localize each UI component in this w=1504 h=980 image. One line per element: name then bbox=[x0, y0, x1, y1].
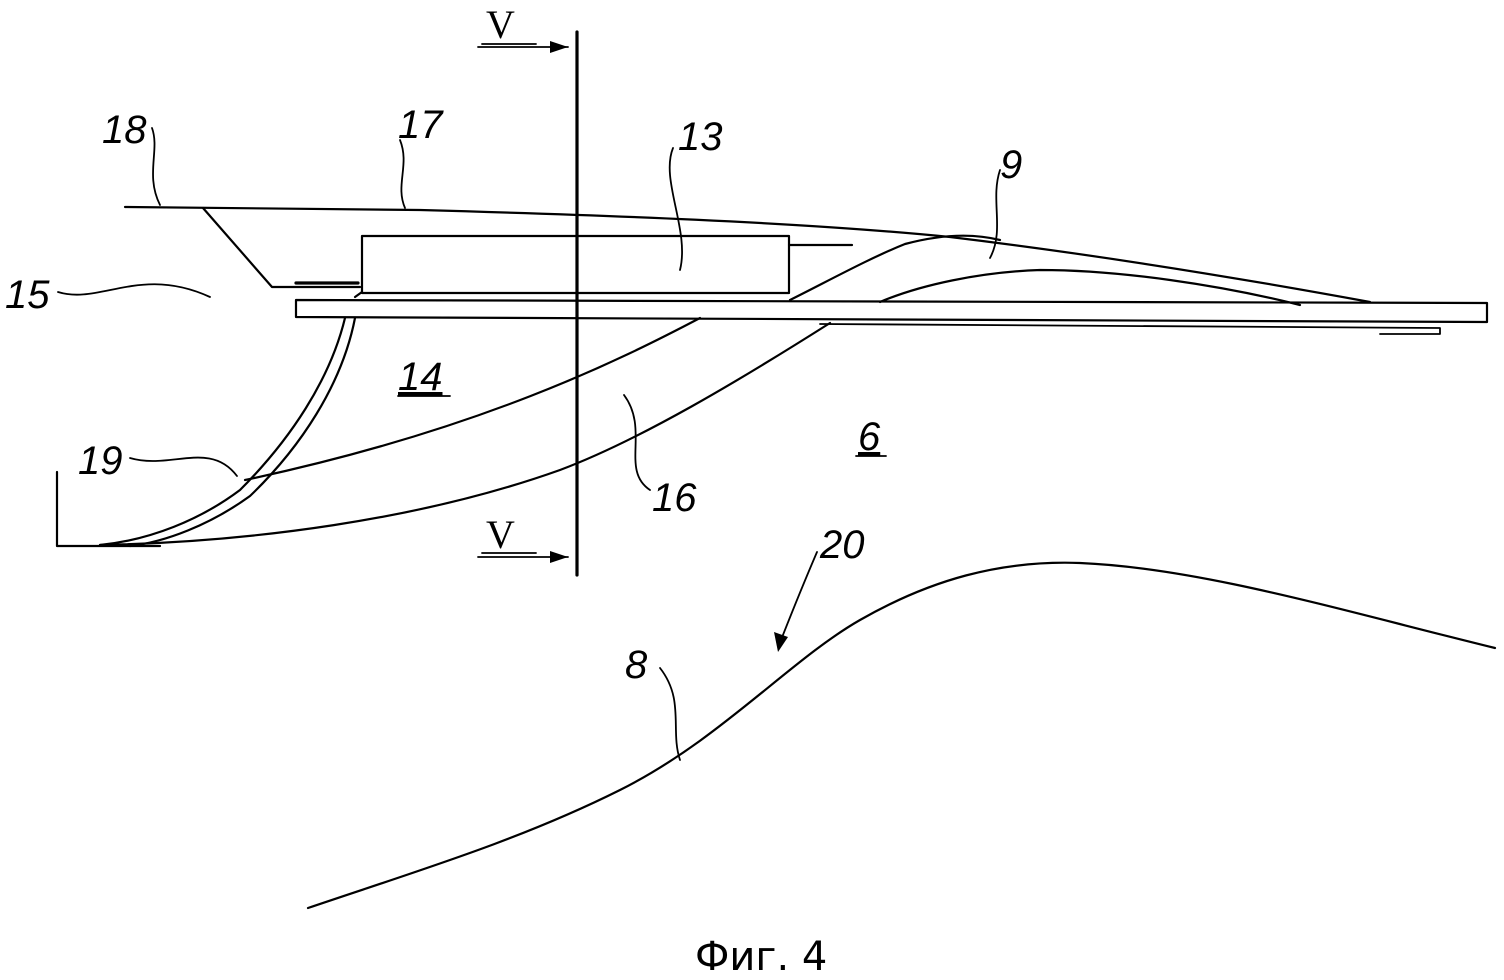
left-base-line bbox=[55, 470, 162, 548]
section-marker-top: V bbox=[486, 2, 515, 47]
leader-lines bbox=[57, 127, 1001, 761]
upper-contour bbox=[123, 205, 1372, 304]
reference-labels: 18 17 13 9 15 14 6 19 16 20 8 bbox=[5, 103, 1022, 687]
section-marker-bottom: V bbox=[486, 512, 515, 557]
arrow-20 bbox=[774, 551, 818, 652]
label-19: 19 bbox=[78, 439, 123, 483]
label-6: 6 bbox=[858, 415, 881, 459]
label-15: 15 bbox=[5, 273, 50, 317]
section-line-v-v: V V bbox=[477, 2, 579, 577]
label-20: 20 bbox=[819, 523, 865, 567]
label-16: 16 bbox=[652, 476, 697, 520]
label-18: 18 bbox=[102, 108, 147, 152]
profile-16 bbox=[98, 316, 832, 547]
curve-8 bbox=[306, 561, 1497, 910]
element-13-box bbox=[360, 234, 854, 295]
label-8: 8 bbox=[625, 643, 648, 687]
label-17: 17 bbox=[398, 103, 444, 147]
profile-9 bbox=[788, 234, 1302, 307]
plate bbox=[294, 290, 1489, 335]
figure-caption: Фиг. 4 bbox=[695, 934, 827, 980]
label-9: 9 bbox=[1000, 143, 1022, 187]
label-14: 14 bbox=[398, 355, 443, 399]
label-13: 13 bbox=[678, 115, 723, 159]
element-19 bbox=[98, 316, 357, 548]
